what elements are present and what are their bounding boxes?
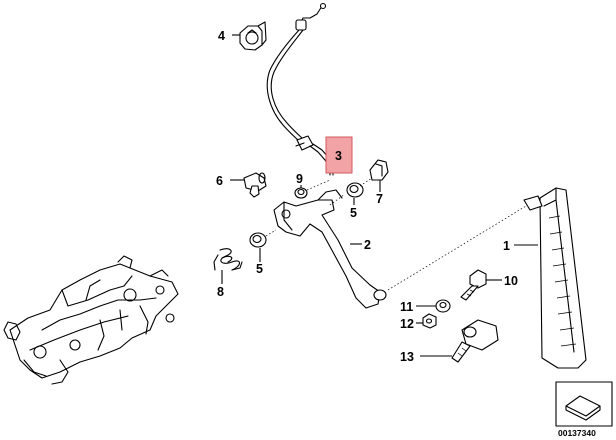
leader-lines xyxy=(221,34,538,357)
part-11-washer xyxy=(435,299,451,313)
callout-5a: 5 xyxy=(350,206,357,220)
callout-2: 2 xyxy=(364,238,371,252)
part-2-lever xyxy=(273,189,387,309)
part-1-pedal xyxy=(387,187,587,369)
reference-number: 00137340 xyxy=(558,428,596,438)
callout-5b: 5 xyxy=(256,262,263,276)
callout-3: 3 xyxy=(335,149,342,163)
part-6-buffer xyxy=(243,172,267,198)
pedal-box-icon xyxy=(3,255,179,385)
part-13-sensor xyxy=(451,319,499,363)
callout-10: 10 xyxy=(504,274,518,288)
part-9-bushing xyxy=(294,179,331,199)
callout-11: 11 xyxy=(400,300,413,314)
part-7-bracket xyxy=(359,159,389,187)
reference-stamp: 00137340 xyxy=(555,381,613,438)
part-4-clip xyxy=(239,21,267,51)
part-5-bushing-upper xyxy=(346,182,364,198)
part-10-bolt xyxy=(460,269,487,301)
part-5-bushing-lower xyxy=(249,229,277,248)
part-12-nut xyxy=(422,313,437,329)
callout-1: 1 xyxy=(503,239,510,253)
callout-3-highlight xyxy=(325,136,353,174)
callout-4: 4 xyxy=(218,29,225,43)
callout-9: 9 xyxy=(296,172,303,186)
callout-13: 13 xyxy=(400,350,414,364)
callout-8: 8 xyxy=(217,285,224,299)
callout-7: 7 xyxy=(376,192,383,206)
callout-12: 12 xyxy=(400,317,414,331)
accelerator-cable xyxy=(266,2,334,176)
callout-6: 6 xyxy=(216,174,223,188)
part-8-spring xyxy=(213,248,243,271)
